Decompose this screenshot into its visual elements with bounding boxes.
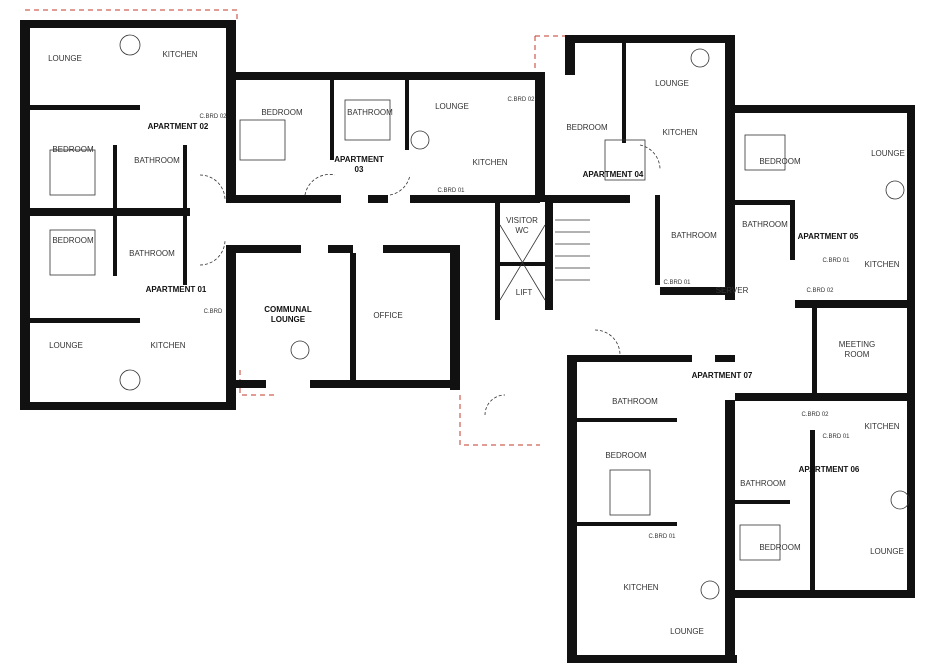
room-label-bathroom: BATHROOM (612, 397, 658, 406)
room-label-bathroom: BATHROOM (347, 108, 393, 117)
apartment-label: APARTMENT 04 (582, 170, 644, 179)
room-label-bathroom: BATHROOM (671, 231, 717, 240)
room-label-bedroom: BEDROOM (261, 108, 303, 117)
cupboard-label: C.BRD (203, 309, 223, 315)
apartment-label: APARTMENT 06 (798, 465, 860, 474)
room-label-lounge: LOUNGE (871, 149, 905, 158)
fixtures (49, 34, 910, 600)
room-label-lounge: LOUNGE (435, 102, 469, 111)
room-label-kitchen: KITCHEN (864, 422, 900, 431)
apartment-label: APARTMENT 02 (147, 122, 209, 131)
room-label-kitchen: KITCHEN (162, 50, 198, 59)
room-label-office: OFFICE (373, 311, 403, 320)
room-label-bedroom: BEDROOM (566, 123, 608, 132)
cupboard-label: C.BRD 02 (801, 412, 829, 418)
cupboard-label: C.BRD 02 (199, 114, 227, 120)
apartment-label: APARTMENT 05 (797, 232, 859, 241)
room-label-bathroom: BATHROOM (134, 156, 180, 165)
room-label-bedroom: BEDROOM (52, 145, 94, 154)
cupboard-label: C.BRD 01 (648, 534, 676, 540)
cupboard-label: C.BRD 01 (822, 434, 850, 440)
room-label-bedroom: BEDROOM (605, 451, 647, 460)
room-label-kitchen: KITCHEN (623, 583, 659, 592)
apartment-label: APARTMENT 03 (334, 155, 384, 174)
room-label-bedroom: BEDROOM (52, 236, 94, 245)
cupboard-label: C.BRD 02 (806, 288, 834, 294)
room-label-kitchen: KITCHEN (864, 260, 900, 269)
room-label-kitchen: KITCHEN (150, 341, 186, 350)
room-label-lift: LIFT (515, 288, 533, 297)
room-label-lounge: LOUNGE (655, 79, 689, 88)
room-label-kitchen: KITCHEN (472, 158, 508, 167)
site-boundary (25, 9, 565, 446)
room-label-bedroom: BEDROOM (759, 157, 801, 166)
door-swings (199, 144, 661, 416)
room-label-bathroom: BATHROOM (129, 249, 175, 258)
room-label-bathroom: BATHROOM (742, 220, 788, 229)
cupboard-label: C.BRD 01 (822, 258, 850, 264)
room-label-bathroom: BATHROOM (740, 479, 786, 488)
apartment-label: APARTMENT 01 (145, 285, 207, 294)
walls (20, 20, 915, 663)
room-label-lounge: LOUNGE (49, 341, 83, 350)
cupboard-label: C.BRD 01 (437, 188, 465, 194)
room-label-server: SERVER (715, 286, 749, 295)
apartment-label: APARTMENT 07 (691, 371, 753, 380)
room-label-kitchen: KITCHEN (662, 128, 698, 137)
room-label-lounge: LOUNGE (670, 627, 704, 636)
room-label-meeting-room: MEETING ROOM (838, 340, 876, 359)
room-label-lounge: LOUNGE (48, 54, 82, 63)
room-label-bedroom: BEDROOM (759, 543, 801, 552)
room-label-lounge: LOUNGE (870, 547, 904, 556)
cupboard-label: C.BRD 01 (663, 280, 691, 286)
room-label-visitor-wc: VISITOR WC (506, 216, 538, 235)
room-label-communal-lounge: COMMUNAL LOUNGE (264, 305, 312, 324)
cupboard-label: C.BRD 02 (507, 97, 535, 103)
